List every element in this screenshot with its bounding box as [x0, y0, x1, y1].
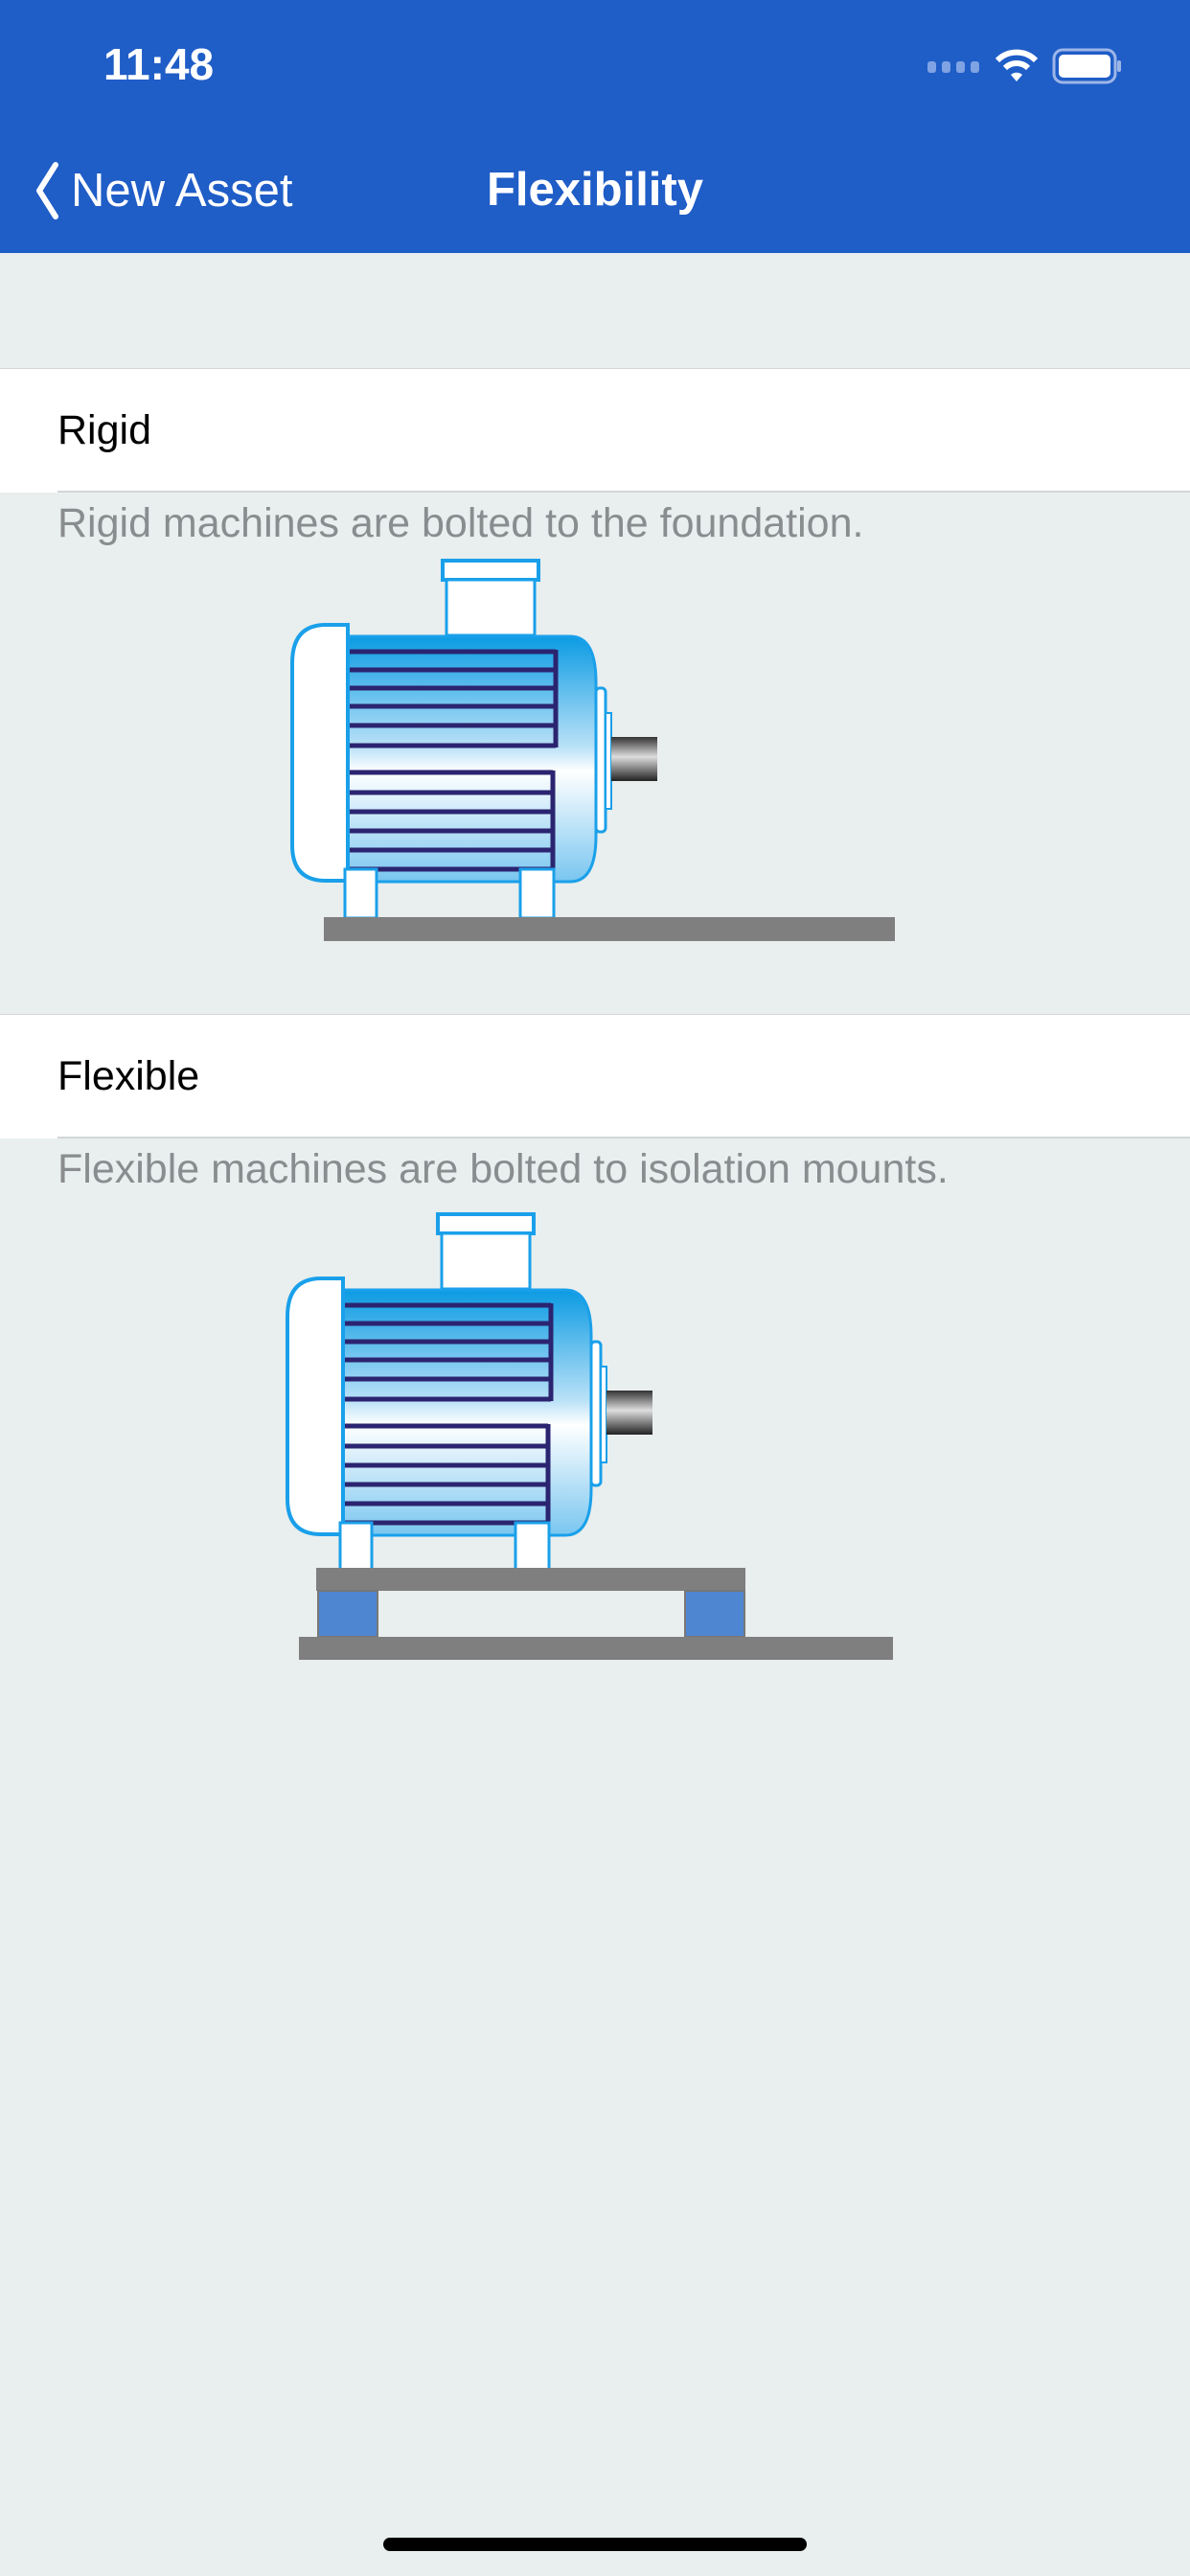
rigid-motor-illustration	[268, 558, 895, 941]
isolation-mount	[684, 1590, 745, 1638]
option-label: Flexible	[57, 1053, 200, 1099]
option-description: Rigid machines are bolted to the foundat…	[57, 500, 864, 546]
back-button[interactable]: New Asset	[34, 161, 292, 220]
wifi-icon	[995, 49, 1039, 81]
chevron-left-icon	[36, 162, 58, 219]
base-plate	[316, 1568, 745, 1591]
flexible-motor-illustration	[263, 1211, 893, 1660]
cellular-signal-icon	[927, 61, 979, 73]
foundation	[299, 1637, 893, 1660]
home-indicator[interactable]	[383, 2538, 807, 2551]
navigation-bar: 11:48 New Asset Flexibility	[0, 0, 1190, 253]
option-description: Flexible machines are bolted to isolatio…	[57, 1146, 949, 1192]
status-icons	[927, 48, 1123, 84]
page-title: Flexibility	[486, 164, 703, 216]
option-rigid[interactable]: Rigid	[0, 368, 1190, 493]
divider	[57, 1137, 1190, 1138]
divider	[57, 491, 1190, 493]
option-label: Rigid	[57, 407, 151, 453]
status-time: 11:48	[103, 39, 215, 89]
foundation	[324, 917, 895, 941]
battery-icon	[1052, 48, 1121, 84]
back-label: New Asset	[71, 165, 293, 217]
option-flexible[interactable]: Flexible	[0, 1014, 1190, 1138]
isolation-mount	[317, 1590, 378, 1638]
